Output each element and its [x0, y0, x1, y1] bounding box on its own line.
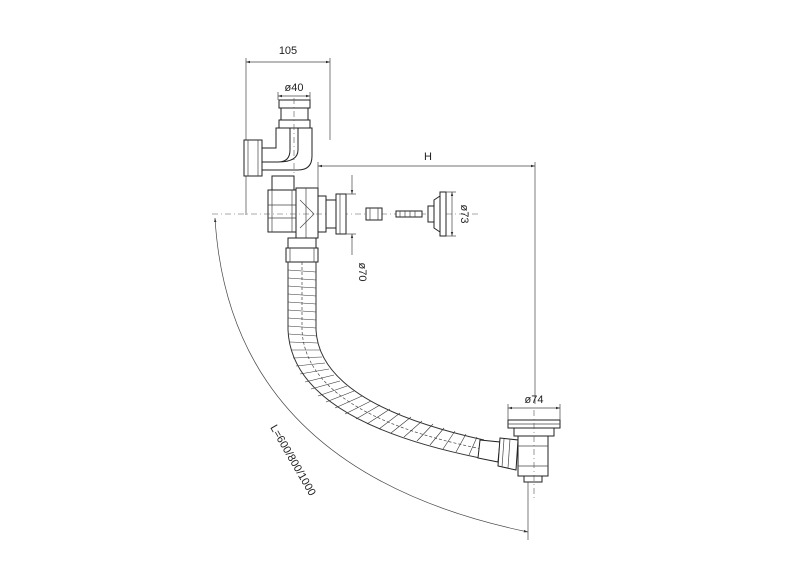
hose-connector-top: [285, 237, 319, 263]
dimension-o74: ø74: [507, 394, 561, 420]
dimension-o73-label: ø73: [458, 205, 470, 224]
dimension-h-label: H: [424, 151, 432, 163]
dimension-o40: ø40: [277, 82, 311, 100]
tee-body: [295, 187, 327, 239]
hose-connector-bottom: [477, 437, 519, 471]
screw-bolt: [395, 210, 423, 218]
flexible-hose: [287, 262, 485, 459]
dimension-105: 105: [245, 45, 331, 215]
dimension-hose-length-label: L=600/800/1000: [267, 423, 317, 498]
overflow-cap: [427, 191, 447, 237]
dimension-o70-label: ø70: [356, 263, 368, 282]
dimension-hose-length: L=600/800/1000: [213, 217, 529, 540]
flange: [325, 193, 347, 235]
dimension-105-label: 105: [279, 45, 297, 57]
dimension-o70: ø70: [346, 175, 368, 281]
overflow-fitting: [243, 98, 313, 190]
overflow-pipe: [267, 175, 297, 233]
screw-sleeve: [365, 207, 383, 221]
dimension-o40-label: ø40: [285, 82, 304, 94]
dimension-o74-label: ø74: [525, 394, 544, 406]
drain-body: [517, 435, 549, 483]
dimension-h: H: [317, 151, 536, 404]
